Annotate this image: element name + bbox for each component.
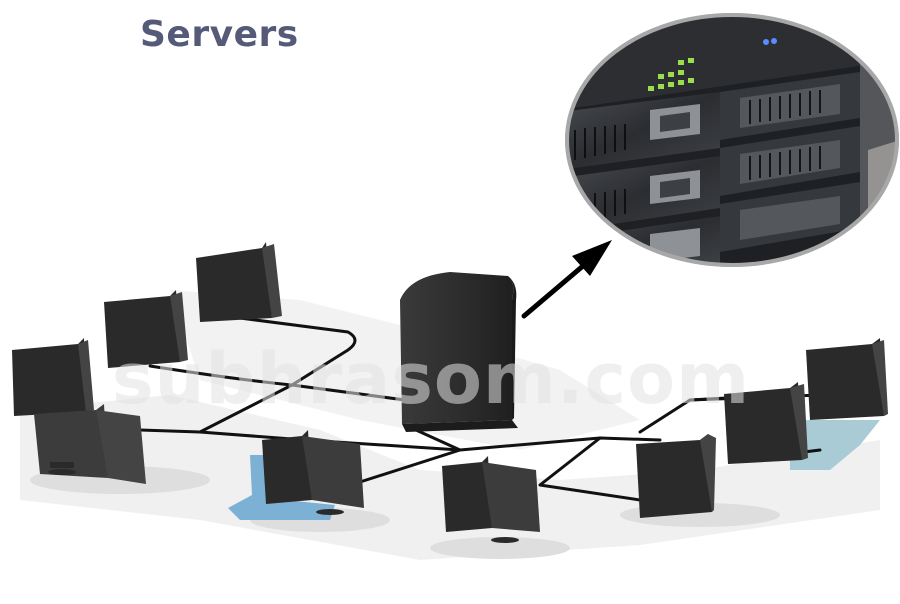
monitor-icon <box>442 456 540 543</box>
monitor-icon <box>104 290 188 368</box>
monitor-icon <box>724 382 808 464</box>
page-title: Servers <box>140 14 299 55</box>
monitor-icon <box>806 338 888 420</box>
network-cables <box>138 316 822 502</box>
watermark-text: subhrasom.com <box>112 338 751 420</box>
monitor-icon <box>12 338 94 416</box>
arrow-icon <box>521 240 612 319</box>
monitor-icon <box>196 242 282 322</box>
monitor-icon <box>34 404 146 484</box>
monitor-icon <box>262 430 364 515</box>
monitor-icon <box>636 434 716 518</box>
server-rack-photo <box>565 13 899 267</box>
server-tower-icon <box>400 272 518 432</box>
